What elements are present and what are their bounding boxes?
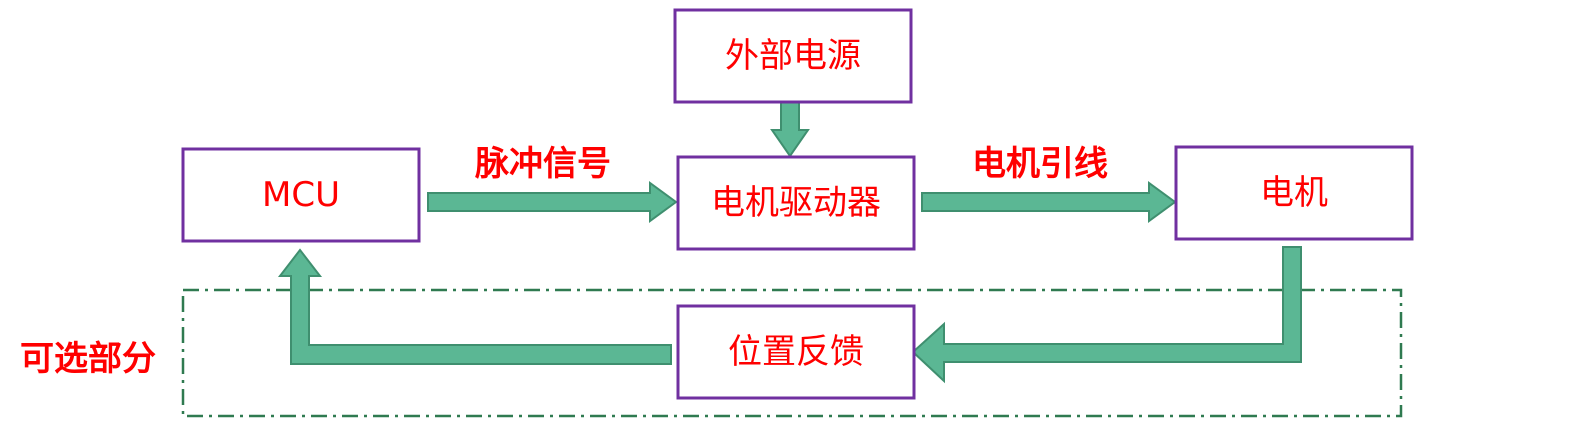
optional-region-label: 可选部分 [20,339,156,379]
arrow-power-to-driver [770,101,810,158]
optional-region-border [181,288,1403,418]
feedback-box: 位置反馈 [676,304,916,400]
power-box: 外部电源 [673,8,913,104]
motor-leads-label: 电机引线 [972,144,1108,184]
pulse-signal-label: 脉冲信号 [475,144,611,184]
motor-box: 电机 [1174,145,1414,241]
motor-box-label: 电机 [1260,173,1328,213]
arrow-feedback-to-mcu [277,248,672,365]
power-box-label: 外部电源 [725,36,861,76]
driver-box-label: 电机驱动器 [711,183,881,223]
arrow-driver-to-motor [921,181,1177,223]
driver-box: 电机驱动器 [676,155,916,251]
mcu-box: MCU [181,147,421,243]
arrow-mcu-to-driver [427,181,678,223]
arrow-motor-to-feedback [911,246,1302,384]
mcu-box-label: MCU [262,175,340,215]
feedback-box-label: 位置反馈 [728,332,864,372]
